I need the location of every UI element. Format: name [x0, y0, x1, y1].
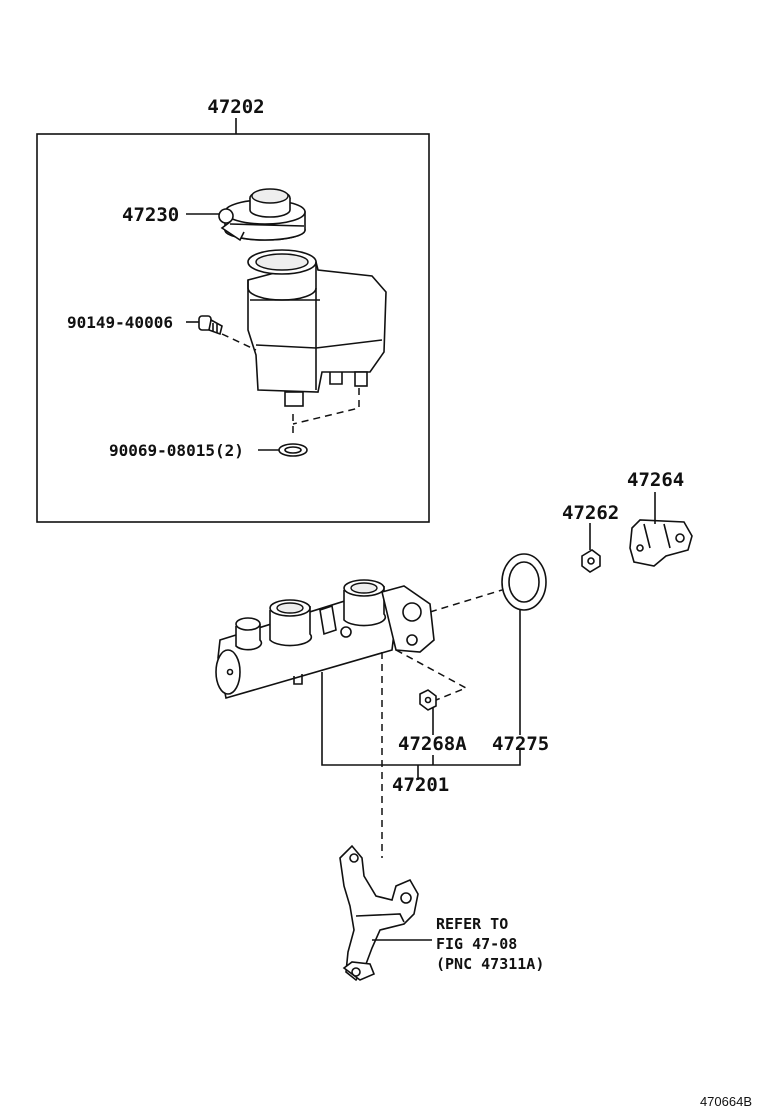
grommet-dashed-lines	[292, 388, 360, 438]
seal-ring-part	[501, 553, 547, 611]
screw-part	[198, 315, 223, 336]
nut-center-part	[419, 689, 437, 711]
nut-right-part	[581, 549, 601, 573]
label-90069-08015: 90069-08015(2)	[109, 441, 244, 460]
grommet-part	[278, 443, 308, 457]
reference-note: REFER TO FIG 47-08 (PNC 47311A)	[436, 915, 544, 973]
reservoir-tank	[247, 249, 387, 407]
label-90149-40006: 90149-40006	[67, 313, 173, 332]
reference-line-2: FIG 47-08	[436, 935, 517, 953]
reservoir-assembly-box	[36, 118, 430, 523]
label-47202: 47202	[207, 96, 264, 118]
screw-dashed-line	[221, 333, 257, 351]
pedal-bracket-part	[339, 844, 419, 982]
label-47264: 47264	[627, 469, 684, 491]
label-47268A: 47268A	[398, 733, 467, 755]
seal-dashed-line	[429, 589, 503, 613]
label-47201: 47201	[392, 774, 449, 796]
bracket-part	[629, 519, 693, 567]
reference-line-1: REFER TO	[436, 915, 508, 933]
label-47230: 47230	[122, 204, 179, 226]
label-47275: 47275	[492, 733, 549, 755]
reference-line-3: (PNC 47311A)	[436, 955, 544, 973]
reservoir-cap	[218, 188, 306, 242]
leader-47201-bracket	[321, 672, 521, 780]
label-47262: 47262	[562, 502, 619, 524]
master-cylinder-body	[215, 579, 435, 700]
nut-center-dashed-line	[395, 649, 468, 701]
figure-code: 470664B	[700, 1094, 752, 1109]
